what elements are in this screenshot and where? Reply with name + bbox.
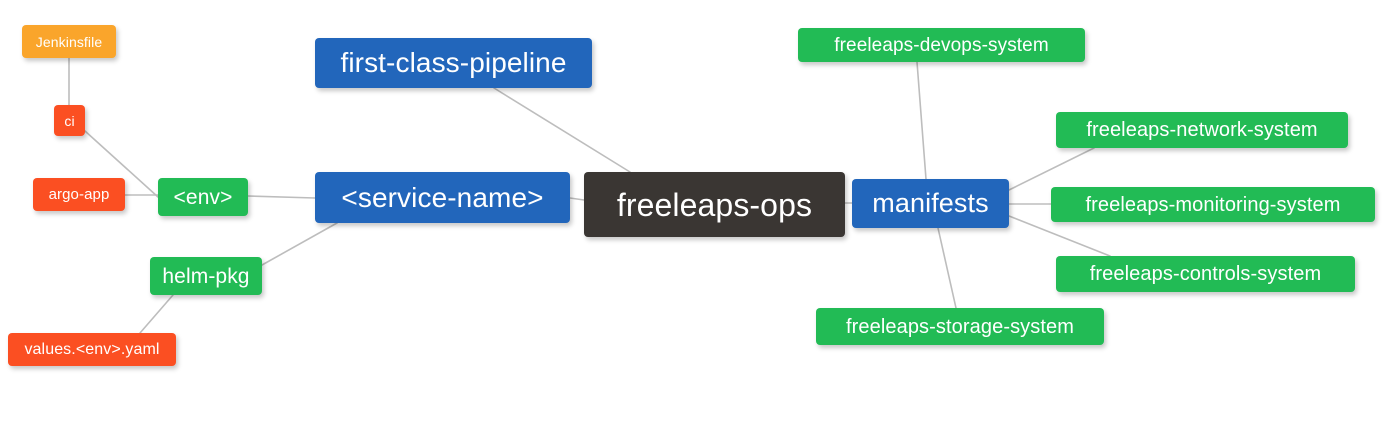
node-freeleaps-monitoring-system[interactable]: freeleaps-monitoring-system: [1051, 187, 1375, 222]
node-env[interactable]: <env>: [158, 178, 248, 216]
node-label-manifests: manifests: [872, 188, 989, 218]
node-freeleaps-network-system[interactable]: freeleaps-network-system: [1056, 112, 1348, 148]
node-service-name[interactable]: <service-name>: [315, 172, 570, 223]
node-freeleaps-storage-system[interactable]: freeleaps-storage-system: [816, 308, 1104, 345]
edge-manifests-to-freeleaps-devops-system: [916, 61, 927, 180]
edge-env-to-service-name: [247, 195, 316, 199]
node-label-helm-pkg: helm-pkg: [162, 264, 250, 288]
node-label-argo-app: argo-app: [48, 186, 110, 203]
node-jenkinsfile[interactable]: Jenkinsfile: [22, 25, 116, 58]
node-helm-pkg[interactable]: helm-pkg: [150, 257, 262, 295]
node-freeleaps-controls-system[interactable]: freeleaps-controls-system: [1056, 256, 1355, 292]
edge-helm-pkg-to-values-yaml: [139, 294, 174, 334]
node-label-env: <env>: [173, 185, 233, 209]
node-label-first-class-pipeline: first-class-pipeline: [340, 47, 567, 78]
edge-manifests-to-freeleaps-network-system: [1008, 147, 1095, 191]
node-label-freeleaps-devops-system: freeleaps-devops-system: [834, 34, 1049, 56]
node-values-yaml[interactable]: values.<env>.yaml: [8, 333, 176, 366]
node-label-ci: ci: [64, 112, 75, 129]
node-argo-app[interactable]: argo-app: [33, 178, 125, 211]
node-label-freeleaps-network-system: freeleaps-network-system: [1086, 119, 1318, 141]
node-label-values-yaml: values.<env>.yaml: [24, 340, 160, 358]
edge-first-class-pipeline-to-freeleaps-ops: [493, 87, 631, 173]
node-label-service-name: <service-name>: [341, 181, 544, 213]
node-freeleaps-ops[interactable]: freeleaps-ops: [584, 172, 845, 237]
node-label-freeleaps-ops: freeleaps-ops: [616, 186, 813, 223]
node-freeleaps-devops-system[interactable]: freeleaps-devops-system: [798, 28, 1085, 62]
node-manifests[interactable]: manifests: [852, 179, 1009, 228]
edge-service-name-to-freeleaps-ops: [569, 197, 585, 201]
node-label-freeleaps-storage-system: freeleaps-storage-system: [845, 315, 1075, 338]
node-ci[interactable]: ci: [54, 105, 85, 136]
node-label-freeleaps-controls-system: freeleaps-controls-system: [1089, 263, 1322, 285]
node-label-freeleaps-monitoring-system: freeleaps-monitoring-system: [1085, 193, 1341, 216]
edge-manifests-to-freeleaps-controls-system: [1008, 215, 1111, 257]
edge-service-name-to-helm-pkg: [261, 222, 338, 266]
node-first-class-pipeline[interactable]: first-class-pipeline: [315, 38, 592, 88]
node-label-jenkinsfile: Jenkinsfile: [35, 33, 103, 50]
edge-manifests-to-freeleaps-storage-system: [937, 227, 957, 309]
